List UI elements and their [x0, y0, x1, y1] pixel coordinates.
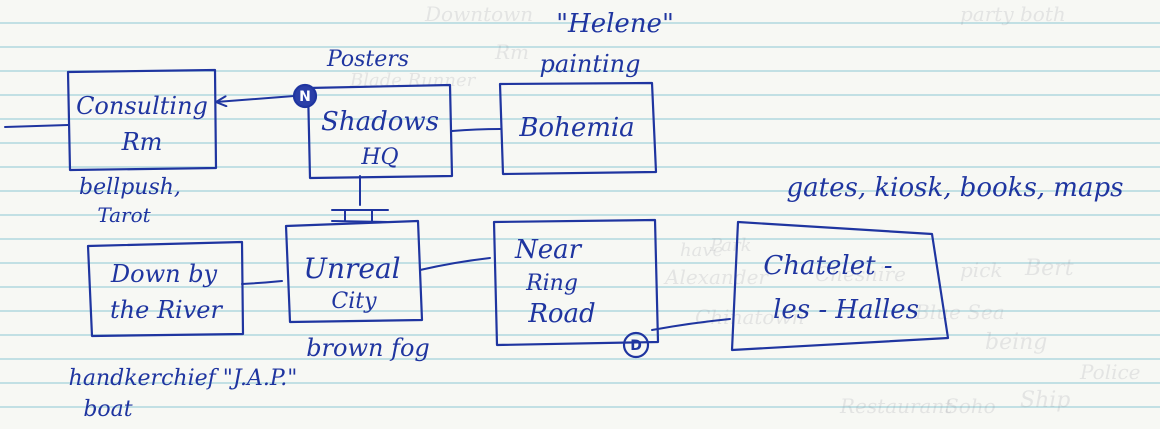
near-ring-road-label-line-2: Ring — [525, 271, 578, 296]
ghost-text: have — [680, 240, 724, 261]
near-ring-road-label-line-3: Road — [527, 299, 595, 329]
edges — [4, 95, 731, 331]
edge-shadows-to-consulting — [216, 95, 295, 102]
bohemia-note-line-2: painting — [540, 50, 641, 78]
node-down-by-the-river — [86, 240, 245, 338]
edge-offpage-to-consulting — [4, 124, 69, 128]
chatelet-note: gates, kiosk, books, maps — [787, 173, 1124, 203]
ghost-text: Chinatown — [695, 305, 805, 329]
ghost-text: Downtown — [425, 2, 534, 26]
down-by-the-river-label-line-1: Down by — [110, 260, 218, 288]
down-by-the-river-note-line-1: handkerchief "J.A.P." — [69, 366, 298, 391]
node-bohemia — [498, 81, 658, 176]
node-chatelet-les-halles — [730, 220, 950, 352]
ghost-text: Rm — [495, 40, 530, 64]
chatelet-label-line-2: les - Halles — [773, 295, 919, 325]
shadows-hq-note: Posters — [326, 47, 409, 72]
near-ring-road-label-line-1: Near — [514, 235, 583, 265]
bohemia-label: Bohemia — [518, 113, 634, 143]
unreal-city-label-line-1: Unreal — [303, 252, 400, 285]
edge-unreal-to-near — [419, 257, 491, 271]
node-unreal-city — [284, 219, 424, 324]
unreal-city-label-line-2: City — [331, 289, 377, 314]
node-labels: Consulting Rm Shadows HQ Bohemia Down by… — [76, 92, 919, 329]
near-ring-road-badge-circle — [622, 331, 650, 359]
edge-down-to-unreal — [241, 280, 283, 285]
shadows-hq-badge-letter: N — [299, 89, 311, 105]
consulting-rm-label-line-2: Rm — [121, 128, 163, 156]
annotations: "Helene" painting Posters bellpush, Taro… — [69, 9, 1124, 422]
shadows-hq-label-line-1: Shadows — [321, 107, 439, 137]
node-shadows-hq — [306, 83, 454, 180]
badges: N D — [292, 83, 650, 359]
consulting-rm-note-line-1: bellpush, — [79, 175, 181, 200]
near-ring-road-badge-letter: D — [630, 338, 642, 354]
edge-shadows-to-unreal-tbar — [331, 209, 389, 223]
consulting-rm-note-line-2: Tarot — [97, 203, 151, 227]
node-consulting-rm — [66, 68, 218, 172]
ghost-text: Alexander — [665, 265, 768, 289]
ghost-text: being — [985, 330, 1048, 355]
edge-near-to-chatelet — [651, 318, 731, 331]
down-by-the-river-label-line-2: the River — [110, 296, 223, 324]
ghost-text: Cheshire — [815, 262, 906, 286]
ghost-text: Blue Sea — [915, 300, 1005, 324]
edge-shadows-to-bohemia — [451, 128, 501, 132]
ghost-text: Police — [1080, 360, 1141, 384]
node-boxes — [66, 68, 950, 352]
ghost-text: party both — [960, 2, 1066, 26]
shadows-hq-label-line-2: HQ — [360, 145, 398, 170]
bohemia-note-line-1: "Helene" — [556, 9, 674, 39]
ghost-text: Soho — [945, 394, 996, 418]
ghost-text: Ship — [1020, 388, 1071, 413]
chatelet-label-line-1: Chatelet - — [763, 251, 892, 281]
ghost-text: Restaurant — [840, 394, 953, 418]
shadows-hq-badge-circle — [292, 83, 318, 109]
ghost-text: Park — [710, 235, 752, 256]
ghost-text: Bert — [1025, 256, 1074, 281]
down-by-the-river-note-line-2: boat — [83, 397, 132, 422]
ghost-text: pick — [960, 258, 1003, 282]
node-near-ring-road — [492, 218, 660, 347]
consulting-rm-label-line-1: Consulting — [76, 92, 208, 120]
unreal-city-note: brown fog — [306, 334, 430, 362]
